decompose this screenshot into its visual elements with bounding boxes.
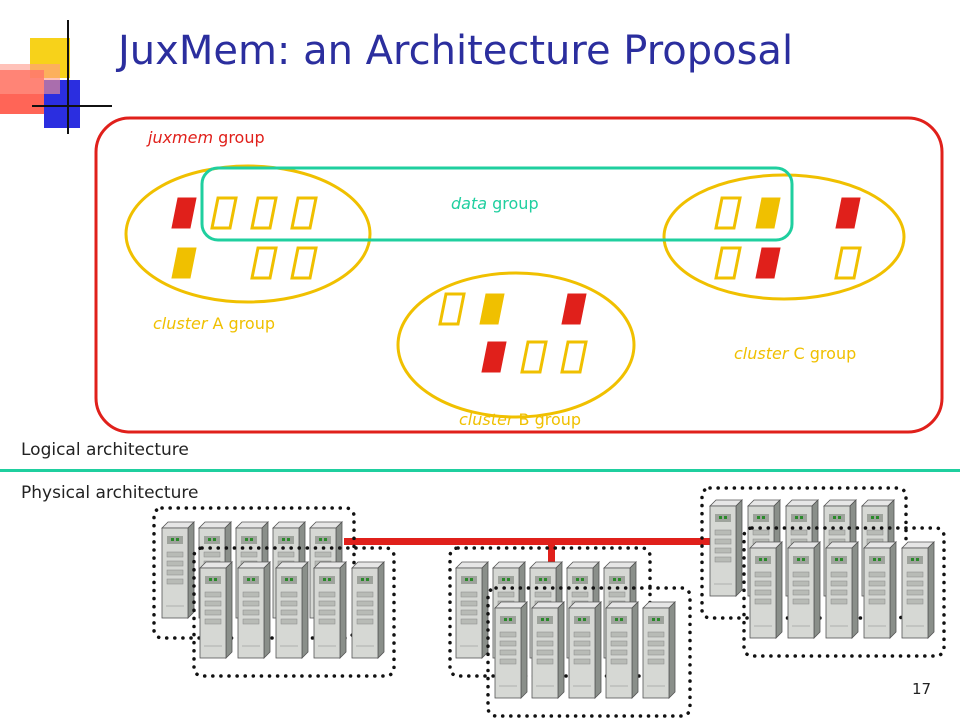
cluster-b-boundary (396, 271, 636, 419)
client-peer-node (560, 340, 588, 374)
provider-peer-node (171, 197, 197, 229)
cluster-boundary (192, 546, 396, 678)
cluster-c-label: cluster C group (734, 344, 857, 363)
server-tower-icon (494, 601, 528, 699)
cluster-boundary (742, 526, 946, 658)
server-tower-icon (787, 541, 821, 639)
server-tower-icon (825, 541, 859, 639)
logical-architecture-label: Logical architecture (21, 440, 189, 460)
manager-peer-node (755, 197, 781, 229)
provider-peer-node (835, 197, 861, 229)
provider-peer-node (755, 247, 781, 279)
client-peer-node (210, 196, 238, 230)
server-tower-icon (605, 601, 639, 699)
client-peer-node (250, 246, 278, 280)
cluster-a-boundary (124, 164, 372, 304)
server-tower-icon (455, 561, 489, 659)
server-tower-icon (351, 561, 385, 659)
page-number: 17 (912, 680, 932, 698)
corner-logo-icon (0, 20, 112, 134)
client-peer-node (290, 246, 318, 280)
server-tower-icon (568, 601, 602, 699)
client-peer-node (438, 292, 466, 326)
network-links (344, 538, 710, 564)
client-peer-node (290, 196, 318, 230)
data-group-boundary (200, 166, 794, 242)
client-peer-node (834, 246, 862, 280)
client-peer-node (714, 246, 742, 280)
peer-nodes (171, 196, 862, 374)
juxmem-group-boundary (94, 116, 944, 434)
server-tower-icon (901, 541, 935, 639)
client-peer-node (250, 196, 278, 230)
server-tower-icon (531, 601, 565, 699)
data-group-label: data group (451, 194, 539, 213)
server-tower-icon (199, 561, 233, 659)
physical-architecture-label: Physical architecture (21, 483, 199, 503)
network-branch-link (548, 542, 555, 564)
client-peer-node (520, 340, 548, 374)
logical-architecture-diagram (94, 116, 944, 434)
server-tower-icon (749, 541, 783, 639)
server-tower-icon (275, 561, 309, 659)
server-tower-icon (709, 499, 743, 597)
cluster-a-label: cluster A group (153, 314, 276, 333)
cluster-boundary (152, 506, 356, 640)
client-peer-node (714, 196, 742, 230)
cluster-c-boundary (662, 173, 906, 301)
server-tower-icon (863, 541, 897, 639)
manager-peer-node (171, 247, 197, 279)
server-tower-icon (313, 561, 347, 659)
server-tower-icon (642, 601, 676, 699)
server-clusters (152, 486, 946, 718)
server-tower-icon (237, 561, 271, 659)
juxmem-group-label: juxmem group (148, 128, 265, 147)
manager-peer-node (479, 293, 505, 325)
server-tower-icon (161, 521, 195, 619)
divider-line (0, 469, 960, 472)
provider-peer-node (561, 293, 587, 325)
page-title: JuxMem: an Architecture Proposal (118, 28, 794, 74)
cluster-b-label: cluster B group (459, 410, 582, 429)
physical-architecture-diagram (152, 486, 946, 718)
network-backbone-link (344, 538, 710, 545)
provider-peer-node (481, 341, 507, 373)
